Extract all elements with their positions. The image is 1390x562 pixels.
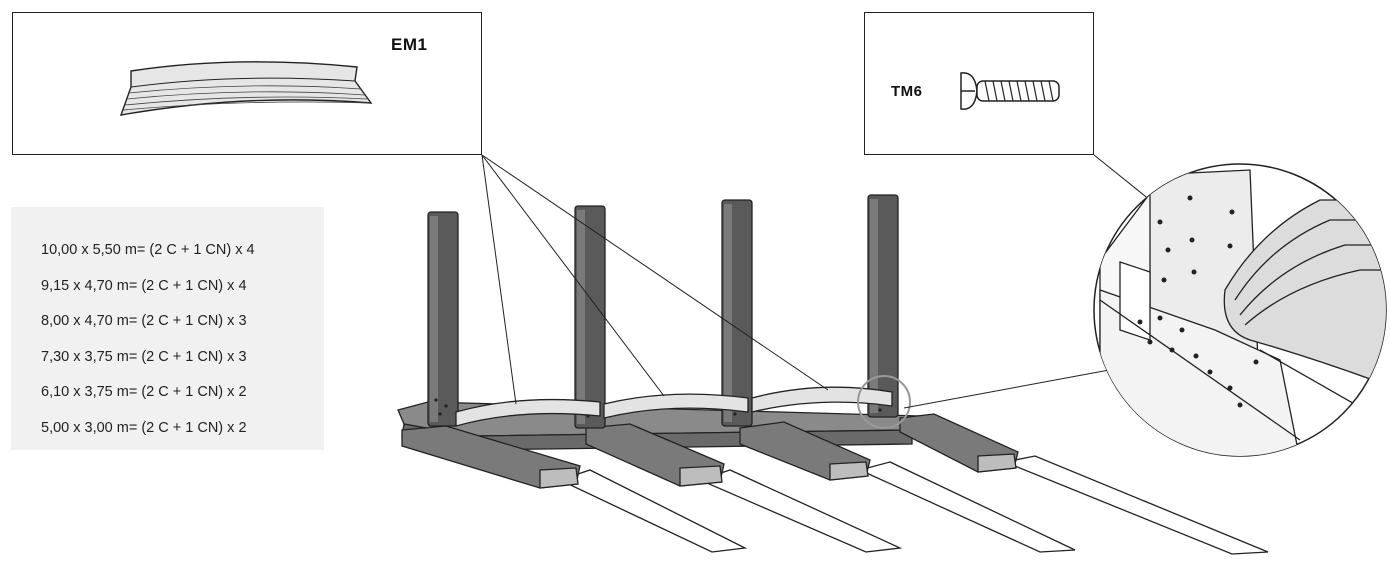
dimension-row: 8,00 x 4,70 m= (2 C + 1 CN) x 3 <box>41 313 247 330</box>
ground-rails <box>558 455 1269 555</box>
dimension-row: 5,00 x 3,00 m= (2 C + 1 CN) x 2 <box>41 419 247 436</box>
detail-leader-lines <box>903 154 1151 409</box>
post-highlights <box>430 199 878 424</box>
side-channels <box>401 413 1019 489</box>
dimension-row: 6,10 x 3,75 m= (2 C + 1 CN) x 2 <box>41 384 247 401</box>
dimension-row: 9,15 x 4,70 m= (2 C + 1 CN) x 4 <box>41 277 247 294</box>
dimension-row: 7,30 x 3,75 m= (2 C + 1 CN) x 3 <box>41 348 247 365</box>
detail-magnifier <box>1093 163 1387 457</box>
em1-leader-lines <box>481 154 829 405</box>
joint-highlight-circle <box>857 375 911 429</box>
dimension-row: 10,00 x 5,50 m= (2 C + 1 CN) x 4 <box>41 242 255 258</box>
curved-profile-strip-icon <box>119 61 373 116</box>
detail-holes <box>1137 195 1259 408</box>
dimensions-panel: 10,00 x 5,50 m= (2 C + 1 CN) x 4 9,15 x … <box>11 207 324 450</box>
screw-icon <box>960 72 1060 110</box>
tm6-code-label: TM6 <box>891 83 923 100</box>
em1-part-box: EM1 <box>12 12 482 155</box>
tm6-part-box: TM6 <box>864 12 1094 155</box>
curved-profiles <box>455 386 893 427</box>
em1-code-label: EM1 <box>391 35 428 54</box>
